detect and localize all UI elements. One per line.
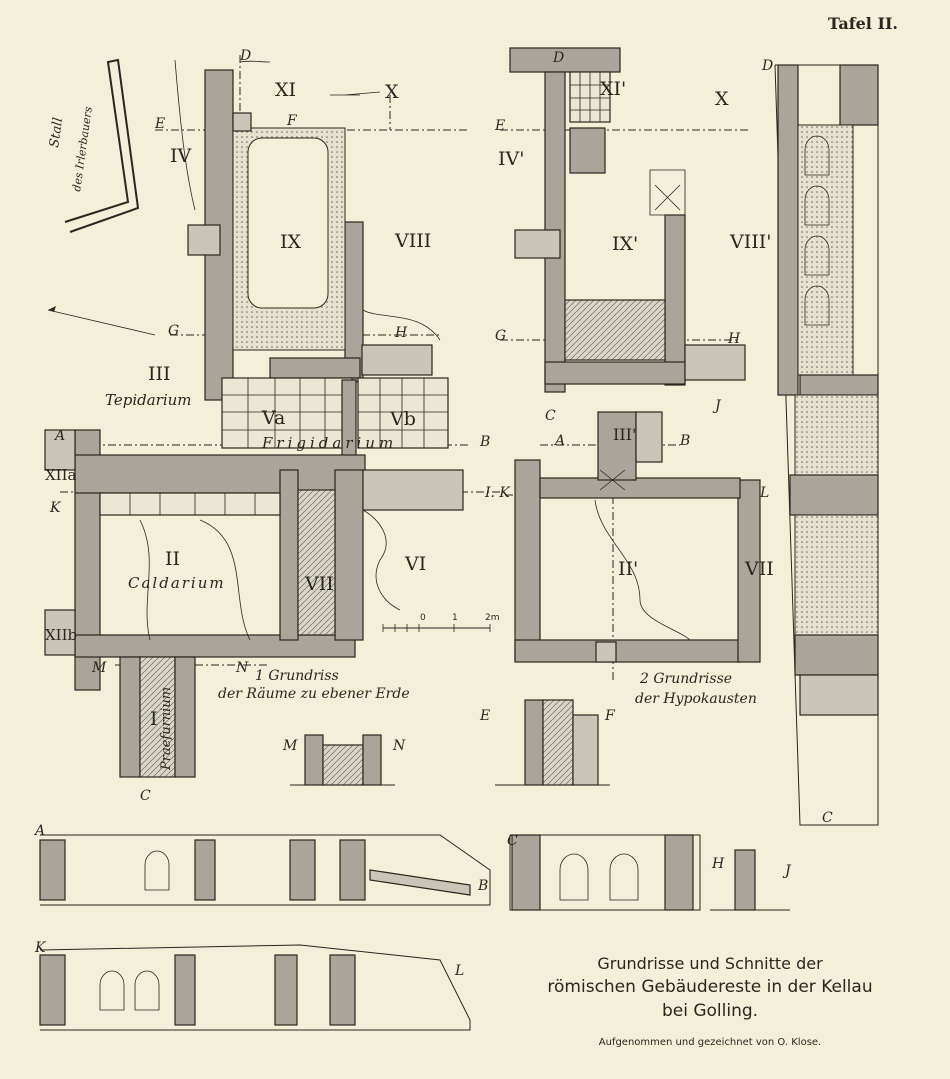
room-i: I	[150, 708, 158, 730]
room-iii-prime: III'	[613, 425, 636, 444]
sec-a-1: A	[53, 428, 65, 444]
sec-b-3: B	[477, 878, 488, 894]
section-m-n: M N	[282, 734, 406, 786]
plan-1: XI X D E IV F IX VIII G H III Tepidarium…	[44, 48, 500, 804]
sec-e-2: E	[494, 118, 505, 134]
sec-c-3: C	[822, 810, 833, 826]
sec-n-1: N	[235, 660, 249, 676]
room-vb: Vb	[389, 408, 416, 430]
section-c-h-j: C H J	[507, 833, 792, 911]
sec-lk-2: I. K	[484, 485, 511, 501]
room-vii-2: VII	[744, 558, 774, 580]
sec-g-2: G	[495, 328, 506, 344]
sec-c-2: C	[545, 408, 556, 424]
caption: Grundrisse und Schnitte der römischen Ge…	[500, 953, 920, 1048]
sec-a-2: A	[553, 433, 565, 449]
scale-bar: 0 1 2m	[382, 613, 500, 632]
room-xi-prime: XI'	[600, 78, 626, 100]
sec-m-1: M	[91, 660, 107, 676]
sec-n-2: N	[392, 738, 406, 754]
plate-label: Tafel II.	[828, 14, 898, 33]
plan-2: D XI' X E IV' IX' VIII' G H C J A III' B…	[484, 47, 774, 707]
sec-b-2: B	[679, 433, 690, 449]
sec-c-1: C	[140, 788, 151, 804]
sec-j-3: J	[782, 863, 792, 879]
caption-line-2: römischen Gebäudereste in der Kellau	[547, 977, 873, 997]
sec-c-4: C	[507, 833, 518, 849]
frigidarium-label: Frigidarium	[261, 434, 397, 452]
sec-l-3: L	[454, 963, 464, 979]
room-xi: XI	[275, 79, 296, 101]
sec-e-1: E	[154, 116, 165, 132]
sec-g-1: G	[168, 323, 179, 339]
room-vii: VII	[304, 573, 334, 595]
north-arrow	[47, 309, 156, 336]
section-k-l: K L	[34, 940, 471, 1031]
section-a-b: A B	[33, 823, 491, 906]
stall-outline: Stall des Irlerbauers	[47, 58, 140, 233]
sec-l-2: L	[759, 485, 769, 501]
plan2-title-1: 2 Grundrisse	[639, 671, 732, 687]
sec-h-3: H	[711, 856, 725, 872]
sec-e-3: E	[479, 708, 490, 724]
room-ii-prime: II'	[618, 558, 638, 580]
sec-m-2: M	[282, 738, 298, 754]
room-va: Va	[261, 407, 285, 429]
stall-label-2: des Irlerbauers	[70, 105, 95, 192]
room-viii-prime: VIII'	[729, 231, 771, 253]
room-iv: IV	[170, 145, 192, 167]
section-e-f: E F	[479, 699, 616, 786]
sec-k-1: K	[49, 500, 62, 516]
sec-k-2: K	[34, 940, 47, 956]
plan1-title-1: 1 Grundriss	[255, 668, 339, 684]
sec-h-1: H	[394, 325, 408, 341]
sec-f-3: F	[604, 708, 616, 724]
room-x-2: X	[715, 88, 729, 110]
sec-d-1: D	[239, 48, 251, 64]
caldarium-label: Caldarium	[128, 574, 226, 592]
sec-d-3: D	[761, 58, 773, 74]
sec-b-1: B	[479, 434, 490, 450]
svg-text:2m: 2m	[485, 613, 500, 623]
sec-d-2: D	[552, 50, 564, 66]
sec-j-2: J	[712, 398, 722, 414]
room-xiib: XIIb	[45, 626, 77, 644]
room-x: X	[385, 81, 399, 103]
room-iv-prime: IV'	[498, 148, 524, 170]
room-ix-prime: IX'	[612, 233, 638, 255]
room-iii: III	[148, 363, 171, 385]
sec-a-3: A	[33, 823, 45, 839]
svg-text:0: 0	[420, 613, 426, 623]
tepidarium-label: Tepidarium	[105, 391, 192, 409]
room-viii: VIII	[394, 230, 431, 252]
plan1-title-2: der Räume zu ebener Erde	[218, 686, 410, 702]
room-xiia: XIIa	[45, 466, 77, 484]
praefurnium-label: Praefurnium	[159, 687, 174, 771]
caption-line-1: Grundrisse und Schnitte der	[597, 954, 823, 973]
plan2-title-2: der Hypokausten	[635, 691, 757, 707]
room-ii: II	[165, 548, 180, 570]
stall-label-1: Stall	[47, 117, 66, 149]
room-vi: VI	[404, 553, 426, 575]
sec-h-2: H	[727, 331, 741, 347]
caption-credit: Aufgenommen und gezeichnet von O. Klose.	[598, 1037, 822, 1048]
svg-text:1: 1	[452, 613, 458, 623]
room-ix: IX	[280, 231, 302, 253]
section-d-c: D C	[761, 58, 879, 826]
caption-line-3: bei Golling.	[661, 1001, 759, 1021]
sec-f-1: F	[286, 113, 298, 129]
